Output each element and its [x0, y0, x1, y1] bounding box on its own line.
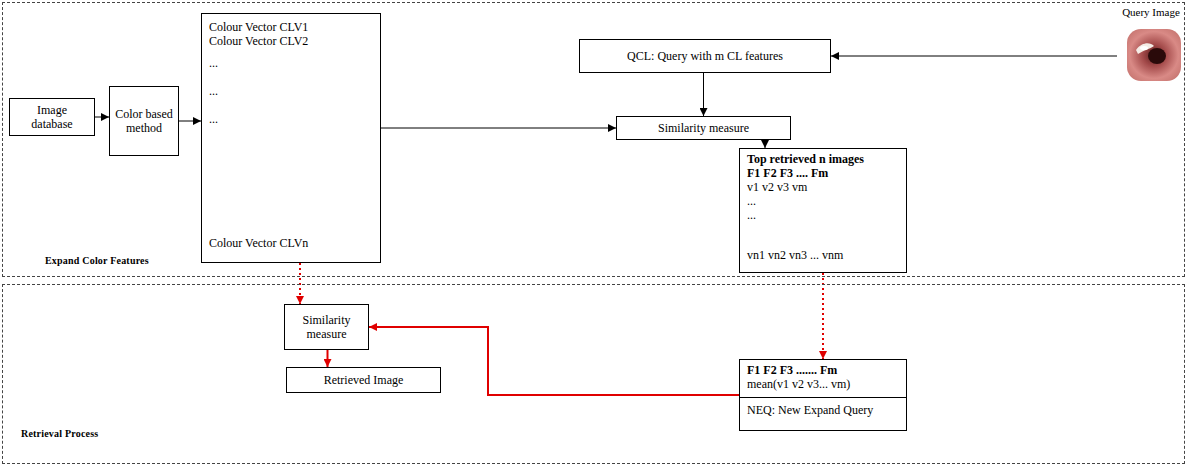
process-box: Color based method [109, 86, 179, 156]
result-table-box: Top retrieved n imagesF1 F2 F3 .... Fmv1… [739, 148, 907, 273]
region-label: Expand Color Features [45, 255, 149, 266]
connector-arrow [95, 117, 109, 118]
region-label: Retrieval Process [21, 428, 98, 439]
box-text: Query Image [1122, 5, 1180, 19]
box-text: NEQ: New Expand Query [740, 397, 906, 417]
process-box: Image database [9, 98, 95, 136]
process-box: Similarity measure [284, 304, 369, 350]
connector-arrow [765, 140, 766, 148]
vector-list-box: Colour Vector CLV1Colour Vector CLV2....… [201, 13, 381, 263]
box-text: QCL: Query with m CL features [627, 49, 783, 63]
connector-arrow [822, 273, 824, 359]
box-text: Top retrieved n images [740, 152, 906, 166]
box-text: vn1 vn2 vn3 ... vnm [740, 248, 906, 262]
box-text: F1 F2 F3 .... Fm [740, 166, 906, 180]
lesion-highlight [1140, 46, 1148, 50]
lesion [1136, 43, 1154, 54]
endoscopy-frame [1127, 29, 1181, 81]
box-text: Colour Vector CLV1 [202, 20, 380, 34]
connector-arrow [831, 56, 1117, 57]
connector-arrow [703, 73, 704, 116]
box-text: Colour Vector CLV2 [202, 34, 380, 48]
box-text: Retrieved Image [324, 373, 404, 387]
box-text: Image database [15, 103, 89, 131]
box-text: v1 v2 v3 vm [740, 180, 906, 194]
connector-arrow [381, 128, 616, 129]
box-text: mean(v1 v2 v3... vm) [740, 377, 906, 391]
box-text: Color based method [115, 107, 173, 135]
query-image: Query Image [1117, 5, 1185, 85]
box-text: Similarity measure [290, 313, 363, 341]
lumen [1148, 48, 1166, 64]
output-box: Retrieved Image [286, 367, 441, 393]
box-text: ... [202, 56, 380, 70]
query-image-picture [1126, 28, 1182, 82]
box-text: ... [740, 208, 906, 222]
box-text: ... [740, 194, 906, 208]
expanded-query-box: F1 F2 F3 ....... Fmmean(v1 v2 v3... vm) N… [739, 359, 907, 431]
connector-arrow [179, 121, 201, 122]
region-band: Expand Color Features Image database Color… [2, 2, 1185, 277]
box-text: F1 F2 F3 ....... Fm [740, 363, 906, 377]
process-box: Similarity measure [616, 116, 791, 140]
box-text: Similarity measure [658, 121, 749, 135]
query-box: QCL: Query with m CL features [579, 39, 831, 73]
box-text: ... [202, 84, 380, 98]
box-text: ... [202, 112, 380, 126]
box-text: Colour Vector CLVn [202, 236, 380, 250]
region-band: Retrieval Process Similarity measureRetri… [2, 284, 1185, 464]
connector-arrow [327, 350, 329, 367]
